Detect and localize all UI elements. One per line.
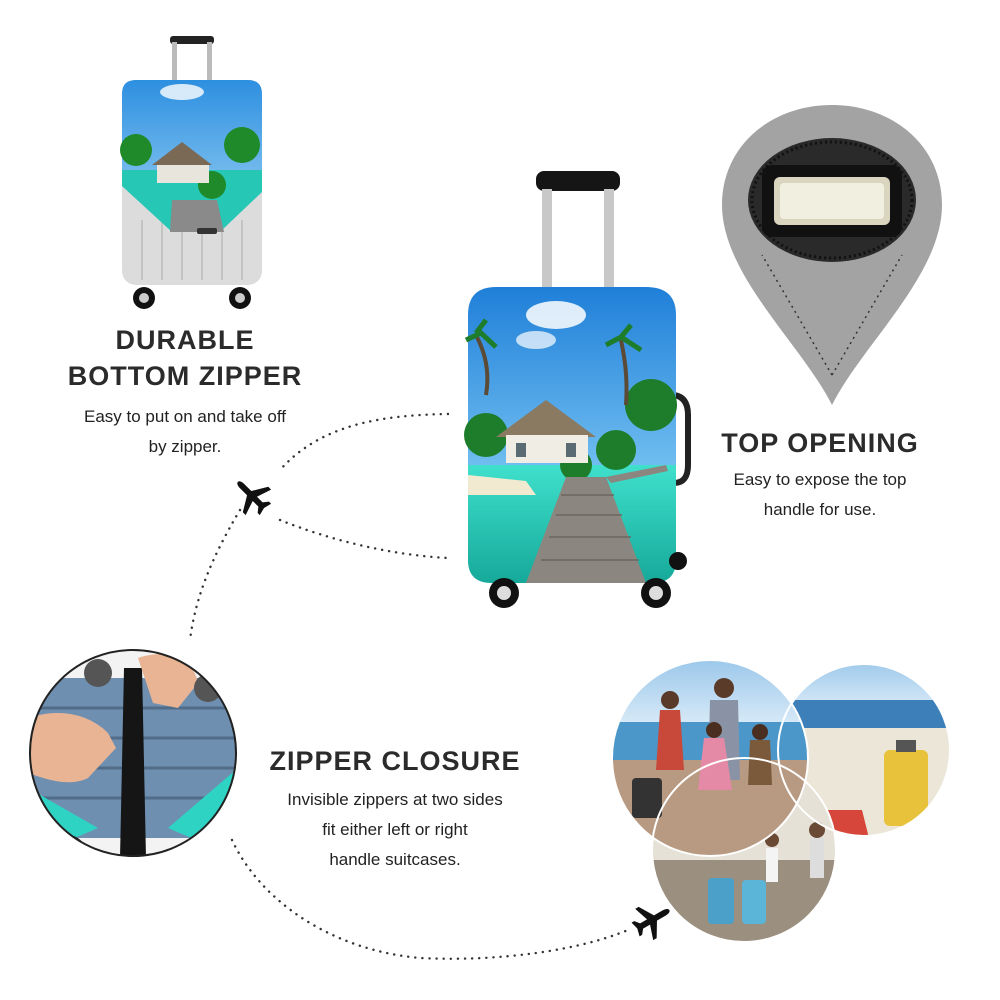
bottom-zipper-desc-line-2: by zipper. bbox=[148, 437, 222, 456]
bottom-zipper-desc-line-1: Easy to put on and take off bbox=[84, 407, 286, 426]
bottom-zipper-title: DURABLE BOTTOM ZIPPER bbox=[40, 322, 330, 394]
zipper-closure-description: Invisible zippers at two sides fit eithe… bbox=[250, 785, 540, 875]
top-opening-desc-line-1: Easy to expose the top bbox=[733, 470, 907, 489]
top-opening-title: TOP OPENING bbox=[695, 425, 945, 461]
bottom-zipper-title-line-2: BOTTOM ZIPPER bbox=[67, 361, 303, 391]
zipper-closure-desc-line-3: handle suitcases. bbox=[329, 850, 461, 869]
zipper-closure-desc-line-1: Invisible zippers at two sides bbox=[287, 790, 503, 809]
bottom-zipper-title-line-1: DURABLE bbox=[115, 325, 255, 355]
top-opening-title-line-1: TOP OPENING bbox=[721, 428, 919, 458]
family-travel-image bbox=[611, 659, 951, 943]
suitcase-cover-main-image bbox=[464, 171, 691, 608]
zipper-closeup-image bbox=[29, 649, 237, 857]
zipper-closure-title: ZIPPER CLOSURE bbox=[240, 743, 550, 779]
top-opening-description: Easy to expose the top handle for use. bbox=[700, 465, 940, 525]
bottom-zipper-description: Easy to put on and take off by zipper. bbox=[40, 402, 330, 462]
map-pin-icon bbox=[722, 105, 942, 405]
zipper-closure-title-line-1: ZIPPER CLOSURE bbox=[269, 746, 521, 776]
suitcase-bottom-zipper-image bbox=[120, 36, 262, 309]
airplane-icon bbox=[237, 481, 272, 516]
top-opening-desc-line-2: handle for use. bbox=[763, 500, 877, 519]
airplane-icon bbox=[631, 906, 670, 941]
zipper-closure-desc-line-2: fit either left or right bbox=[322, 820, 468, 839]
